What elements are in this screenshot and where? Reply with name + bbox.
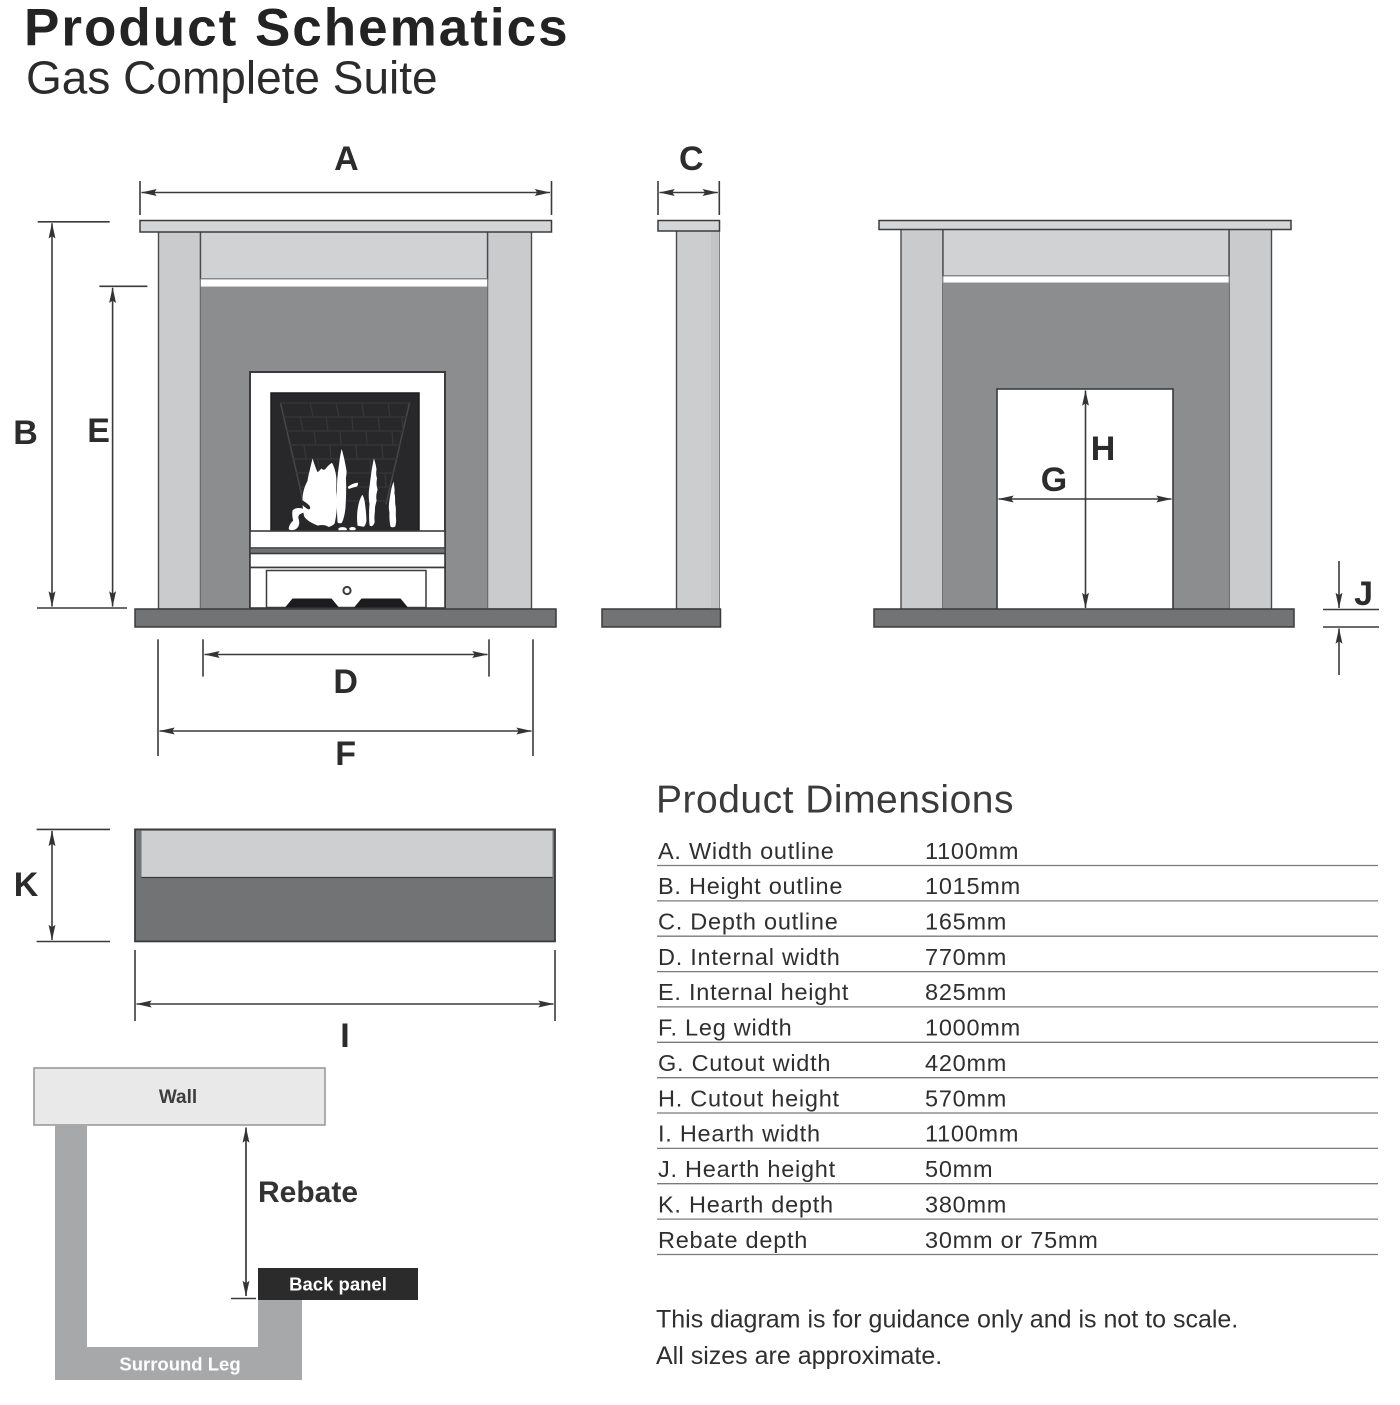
svg-text:1015mm: 1015mm: [925, 873, 1021, 899]
svg-text:B. Height outline: B. Height outline: [658, 873, 843, 899]
svg-text:B: B: [13, 414, 38, 452]
svg-text:E. Internal height: E. Internal height: [658, 979, 849, 1005]
svg-text:All sizes are approximate.: All sizes are approximate.: [656, 1342, 942, 1370]
svg-text:1100mm: 1100mm: [925, 1121, 1019, 1147]
svg-text:D: D: [333, 663, 358, 701]
svg-text:H: H: [1091, 430, 1116, 468]
svg-text:1000mm: 1000mm: [925, 1015, 1021, 1041]
svg-text:165mm: 165mm: [925, 909, 1007, 935]
svg-text:570mm: 570mm: [925, 1085, 1007, 1111]
svg-text:C. Depth outline: C. Depth outline: [658, 909, 839, 935]
svg-text:H. Cutout height: H. Cutout height: [658, 1085, 840, 1111]
svg-text:Wall: Wall: [159, 1087, 197, 1108]
svg-text:K. Hearth depth: K. Hearth depth: [658, 1191, 834, 1217]
svg-text:Gas Complete Suite: Gas Complete Suite: [26, 52, 438, 104]
svg-text:I: I: [340, 1017, 349, 1055]
svg-text:E: E: [87, 412, 110, 450]
svg-text:770mm: 770mm: [925, 944, 1007, 970]
svg-text:J. Hearth height: J. Hearth height: [658, 1156, 836, 1182]
svg-text:D. Internal width: D. Internal width: [658, 944, 841, 970]
svg-text:A. Width outline: A. Width outline: [658, 838, 835, 864]
svg-text:380mm: 380mm: [925, 1191, 1007, 1217]
svg-text:50mm: 50mm: [925, 1156, 993, 1182]
svg-text:This diagram is for guidance o: This diagram is for guidance only and is…: [656, 1306, 1238, 1334]
svg-text:Surround Leg: Surround Leg: [119, 1354, 240, 1375]
svg-text:Product Schematics: Product Schematics: [24, 0, 570, 58]
svg-text:420mm: 420mm: [925, 1050, 1007, 1076]
svg-text:I. Hearth width: I. Hearth width: [658, 1121, 821, 1147]
svg-text:F. Leg width: F. Leg width: [658, 1015, 792, 1041]
svg-text:Rebate depth: Rebate depth: [658, 1227, 808, 1253]
svg-text:G: G: [1041, 461, 1067, 499]
svg-text:Rebate: Rebate: [258, 1176, 358, 1209]
svg-text:825mm: 825mm: [925, 979, 1007, 1005]
svg-text:1100mm: 1100mm: [925, 838, 1019, 864]
svg-text:C: C: [679, 140, 704, 178]
svg-text:A: A: [334, 140, 359, 178]
svg-text:30mm or 75mm: 30mm or 75mm: [925, 1227, 1099, 1253]
svg-text:J: J: [1354, 575, 1373, 613]
svg-text:F: F: [335, 735, 356, 773]
svg-text:K: K: [14, 866, 39, 904]
svg-text:Product Dimensions: Product Dimensions: [656, 779, 1014, 822]
svg-text:G. Cutout width: G. Cutout width: [658, 1050, 831, 1076]
svg-text:Back panel: Back panel: [289, 1274, 387, 1295]
